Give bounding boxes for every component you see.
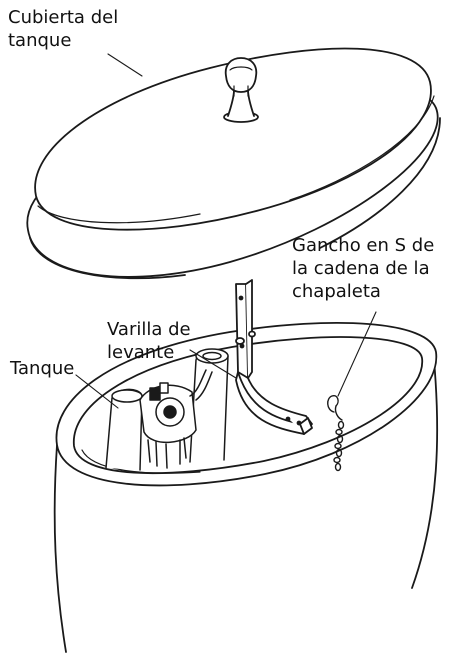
leader-hook bbox=[337, 311, 377, 397]
label-tank-lid-line-2: tanque bbox=[8, 30, 72, 51]
leader-rod bbox=[189, 349, 237, 379]
fill-tube bbox=[189, 348, 229, 463]
flapper-chain bbox=[327, 394, 345, 472]
tank-right-wall bbox=[411, 359, 439, 589]
lid-knob bbox=[223, 57, 259, 123]
label-tank: Tanque bbox=[10, 357, 74, 380]
tank-lid bbox=[26, 47, 441, 280]
label-lift-rod-line-1: Varilla de bbox=[107, 319, 191, 340]
tank-left-wall bbox=[53, 444, 67, 653]
label-lift-rod: Varilla de levante bbox=[107, 318, 191, 364]
label-tank-lid: Cubierta del tanque bbox=[8, 6, 118, 52]
label-s-hook-line-3: chapaleta bbox=[292, 281, 381, 302]
tank-inner-wall bbox=[81, 449, 201, 474]
leader-lines bbox=[75, 53, 377, 409]
lift-rod bbox=[235, 279, 313, 435]
label-lift-rod-line-2: levante bbox=[107, 342, 175, 363]
label-tank-line-1: Tanque bbox=[10, 358, 75, 379]
tank-lid-top bbox=[34, 47, 432, 231]
label-tank-lid-line-1: Cubierta del bbox=[8, 7, 119, 28]
label-s-hook: Gancho en S de la cadena de la chapaleta bbox=[292, 234, 434, 303]
label-s-hook-line-1: Gancho en S de bbox=[292, 235, 435, 256]
lid-knob-head bbox=[224, 57, 258, 93]
fill-valve-assembly bbox=[105, 348, 229, 471]
leader-tank bbox=[75, 374, 119, 409]
leader-lid bbox=[107, 53, 143, 77]
label-s-hook-line-2: la cadena de la bbox=[292, 258, 430, 279]
overflow-tube-top bbox=[111, 389, 143, 403]
s-hook bbox=[327, 394, 339, 413]
